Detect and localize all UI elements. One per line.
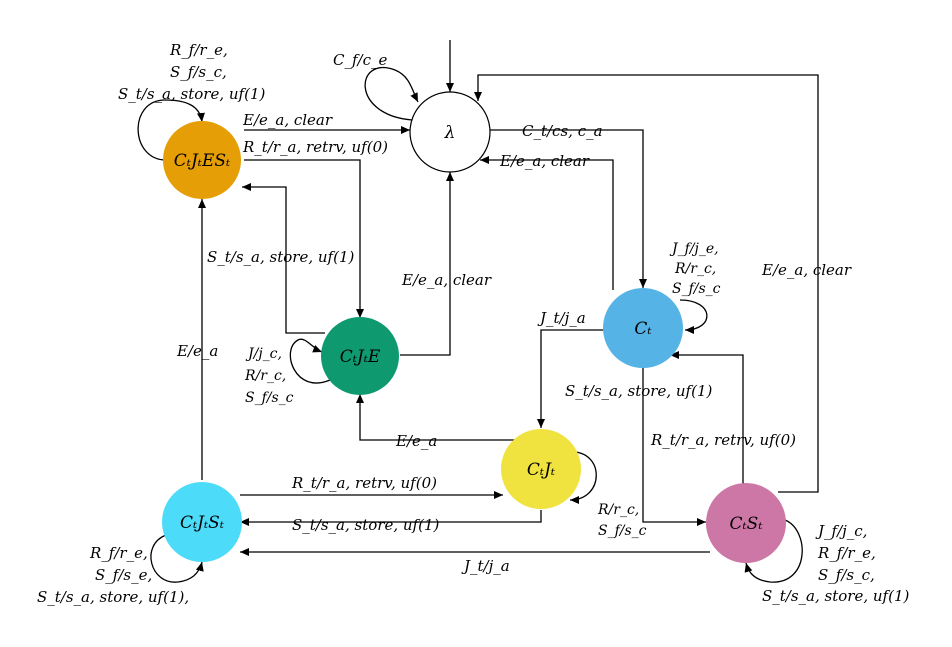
edge-ct-to-ctst (642, 368, 706, 526)
label-lambda-to-ct: C_t/cs, c_a (522, 122, 603, 140)
label-ctjtst-to-ctjt: R_t/r_a, retrv, uf(0) (291, 474, 437, 492)
label-ctjt-to-ctjte: E/e_a (395, 432, 437, 450)
edge-ctjtest-to-ctjte (244, 159, 364, 318)
state-ctjtst-label: CₜJₜSₜ (180, 513, 225, 533)
label-ctjte-to-lambda: E/e_a, clear (401, 271, 492, 289)
state-ct-label: Cₜ (634, 319, 652, 339)
label-ctst-self-3: S_f/s_c, (818, 566, 875, 584)
label-ctjtst-self-2: S_f/s_e, (95, 566, 152, 584)
label-ctjt-self-2: S_f/s_c (598, 523, 647, 539)
label-ctjtest-self-1: R_f/r_e, (169, 41, 228, 59)
label-ctst-self-1: J_f/j_c, (815, 522, 867, 540)
state-lambda-label: λ (444, 123, 456, 143)
edge-ctjte-self (289, 338, 331, 384)
label-ctjte-to-ctjtest: S_t/s_a, store, uf(1) (207, 248, 354, 266)
label-ctjtst-to-ctjtest: E/e_a (176, 342, 218, 360)
label-ctjt-to-ctjtst: S_t/s_a, store, uf(1) (292, 516, 439, 534)
state-ctjtest-label: CₜJₜESₜ (174, 151, 231, 171)
edge-ctst-to-lambda (474, 74, 819, 493)
label-ctjtest-to-ctjte: R_t/r_a, retrv, uf(0) (242, 138, 388, 156)
edge-ctjtest-self (137, 99, 205, 161)
edge-ct-to-ctjt (537, 329, 605, 428)
label-lambda-self: C_f/c_e (333, 51, 387, 69)
label-ctst-self-4: S_t/s_a, store, uf(1) (762, 587, 909, 605)
label-ct-self-1: J_f/j_e, (669, 241, 719, 257)
edge-ctjte-to-lambda (400, 172, 454, 356)
edge-ctst-to-ct (670, 351, 744, 485)
state-ctjt (501, 429, 581, 509)
edge-lambda-self (364, 67, 419, 121)
state-ctst-label: CₜSₜ (729, 514, 763, 534)
label-ct-self-3: S_f/s_c (672, 281, 721, 297)
label-ctjtest-self-3: S_t/s_a, store, uf(1) (118, 85, 265, 103)
label-ctjt-self-1: R/r_c, (597, 502, 639, 518)
state-ct (603, 288, 683, 368)
label-ctjtst-self-3: S_t/s_a, store, uf(1), (37, 588, 189, 606)
edge-lambda-to-ct (490, 129, 647, 288)
state-ctjtest (163, 121, 241, 199)
state-lambda (409, 91, 491, 173)
label-ctst-self-2: R_f/r_e, (817, 544, 876, 562)
edge-ctjt-to-ctjte (356, 394, 541, 441)
label-ctjtest-self-2: S_f/s_c, (170, 63, 227, 81)
state-ctjt-label: CₜJₜ (527, 460, 556, 480)
label-ctst-to-lambda: E/e_a, clear (761, 261, 852, 279)
label-ctjte-self-3: S_f/s_c (245, 390, 294, 406)
label-ctst-to-ct: R_t/r_a, retrv, uf(0) (650, 431, 796, 449)
label-ctjte-self-2: R/r_c, (244, 368, 286, 384)
edge-ctjt-to-ctjtst (240, 510, 542, 526)
edge-ctjtst-self (150, 534, 204, 583)
label-ctjte-self-1: J/j_c, (245, 346, 282, 362)
label-ct-to-ctst: S_t/s_a, store, uf(1) (565, 382, 712, 400)
label-ct-self-2: R/r_c, (674, 261, 716, 277)
state-ctjtst (162, 482, 242, 562)
label-ctjtest-to-lambda: E/e_a, clear (242, 111, 333, 129)
label-ctjtst-self-1: R_f/r_e, (89, 544, 148, 562)
edge-ct-to-lambda (480, 156, 614, 290)
label-ct-to-ctjt: J_t/j_a (537, 309, 586, 327)
edge-ctst-self (744, 519, 803, 583)
label-ct-to-lambda: E/e_a, clear (499, 152, 590, 170)
state-ctst (706, 483, 786, 563)
state-ctjte-label: CₜJₜE (340, 347, 381, 367)
edge-ct-self (679, 299, 708, 334)
state-ctjte (321, 317, 399, 395)
edge-ctjt-self (569, 451, 597, 504)
edge-ctjte-to-ctjtest (242, 183, 325, 334)
label-ctst-to-ctjtst: J_t/j_a (461, 557, 510, 575)
